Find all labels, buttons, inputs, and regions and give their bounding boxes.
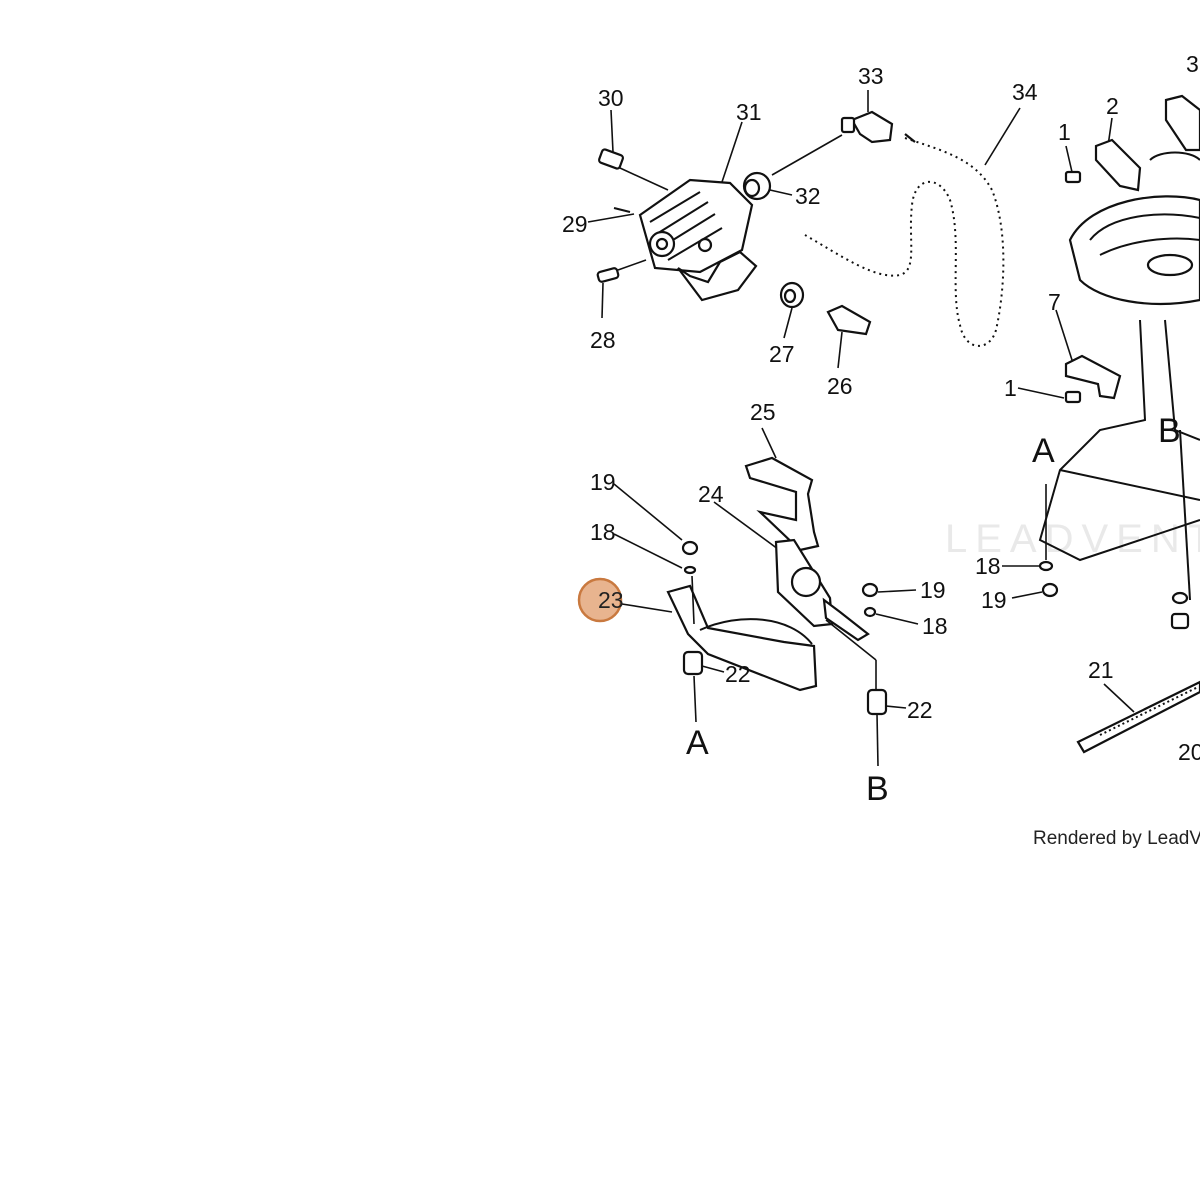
part-3[interactable] xyxy=(1164,94,1200,152)
connector-labels: A B A B xyxy=(686,412,1181,808)
part-32[interactable] xyxy=(742,134,843,201)
callout-23[interactable]: 23 xyxy=(598,587,624,613)
part-18-right[interactable] xyxy=(1002,484,1054,572)
part-29[interactable] xyxy=(587,207,635,223)
part-1-upper[interactable] xyxy=(1064,145,1082,184)
callout-19-left[interactable]: 19 xyxy=(590,469,616,495)
callout-25[interactable]: 25 xyxy=(750,399,776,425)
part-34-coiled-hose[interactable] xyxy=(804,107,1021,347)
part-1-lower[interactable] xyxy=(1017,387,1082,404)
callout-26[interactable]: 26 xyxy=(827,373,853,399)
callout-18-right[interactable]: 18 xyxy=(975,553,1001,579)
part-33[interactable] xyxy=(840,90,894,144)
callout-1-lower[interactable]: 1 xyxy=(1004,375,1017,401)
callout-2[interactable]: 2 xyxy=(1106,93,1119,119)
part-24[interactable] xyxy=(713,501,877,690)
callout-34[interactable]: 34 xyxy=(1012,79,1038,105)
part-7[interactable] xyxy=(1055,309,1122,400)
part-28[interactable] xyxy=(596,259,647,319)
callout-20[interactable]: 20 xyxy=(1178,739,1200,765)
part-22-right[interactable] xyxy=(866,688,907,767)
callout-22-left[interactable]: 22 xyxy=(725,661,751,687)
callout-19-middle[interactable]: 19 xyxy=(920,577,946,603)
frame-assembly[interactable] xyxy=(1038,151,1200,601)
callout-31[interactable]: 31 xyxy=(736,99,762,125)
part-25[interactable] xyxy=(744,427,820,552)
part-21-cable-tie[interactable] xyxy=(1076,680,1200,754)
callout-27[interactable]: 27 xyxy=(769,341,795,367)
connector-a-left: A xyxy=(686,724,709,762)
callout-24[interactable]: 24 xyxy=(698,481,724,507)
callout-18-middle[interactable]: 18 xyxy=(922,613,948,639)
part-18-left[interactable] xyxy=(613,533,697,625)
part-31-motor[interactable] xyxy=(638,121,758,302)
highlight-circle xyxy=(577,577,623,623)
right-edge-hardware[interactable] xyxy=(1170,591,1190,630)
credit-text: Rendered by LeadVenture xyxy=(1033,828,1200,849)
callout-23-highlighted[interactable]: 23 xyxy=(577,577,624,623)
callout-33[interactable]: 33 xyxy=(858,63,884,89)
watermark-text: LEADVENTURE xyxy=(945,517,1200,561)
part-19-middle[interactable] xyxy=(861,582,917,598)
part-30[interactable] xyxy=(598,109,669,191)
part-22-left[interactable] xyxy=(682,650,725,723)
callout-29[interactable]: 29 xyxy=(562,211,588,237)
callout-7[interactable]: 7 xyxy=(1048,289,1061,315)
callout-28[interactable]: 28 xyxy=(590,327,616,353)
part-27[interactable] xyxy=(779,281,805,339)
connector-b-right: B xyxy=(1158,412,1181,450)
callout-30[interactable]: 30 xyxy=(598,85,624,111)
callout-32[interactable]: 32 xyxy=(795,183,821,209)
callout-18-left[interactable]: 18 xyxy=(590,519,616,545)
connector-b-left: B xyxy=(866,770,889,808)
callout-1-upper[interactable]: 1 xyxy=(1058,119,1071,145)
part-19-right[interactable] xyxy=(1011,582,1059,599)
callout-labels: 30 31 33 34 32 29 28 27 26 25 24 19 18 1… xyxy=(562,51,1200,765)
callout-19-right[interactable]: 19 xyxy=(981,587,1007,613)
callout-22-right[interactable]: 22 xyxy=(907,697,933,723)
part-19-left[interactable] xyxy=(613,483,699,556)
callout-3[interactable]: 3 xyxy=(1186,51,1199,77)
part-2[interactable] xyxy=(1094,117,1142,192)
part-18-middle[interactable] xyxy=(863,606,919,625)
connector-a-right: A xyxy=(1032,432,1055,470)
part-26[interactable] xyxy=(826,304,872,369)
part-23[interactable] xyxy=(621,584,818,692)
callout-21[interactable]: 21 xyxy=(1088,657,1114,683)
